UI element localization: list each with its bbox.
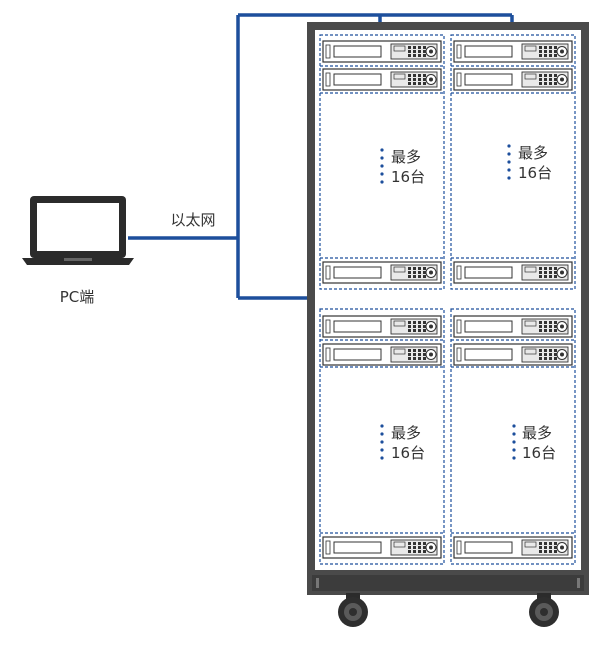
instrument-unit-icon (322, 68, 442, 91)
instrument-unit-icon (322, 343, 442, 366)
zone-top-left: 最多 16台 (391, 148, 425, 186)
zone-max-label: 最多 (391, 424, 421, 442)
zone-max-label: 最多 (518, 144, 548, 162)
instrument-unit-icon (322, 40, 442, 63)
laptop-icon (22, 196, 134, 265)
device-units (322, 40, 573, 559)
caster-wheel-icon (338, 593, 368, 627)
zone-count-label: 16台 (518, 164, 552, 182)
instrument-unit-icon (322, 261, 442, 284)
caster-wheel-icon (529, 593, 559, 627)
rack-cabinet (307, 22, 589, 595)
zone-borders (319, 34, 576, 565)
zone-count-label: 16台 (391, 444, 425, 462)
zone-count-label: 16台 (391, 168, 425, 186)
instrument-unit-icon (453, 343, 573, 366)
instrument-unit-icon (453, 40, 573, 63)
instrument-unit-icon (322, 315, 442, 338)
zone-bottom-right: 最多 16台 (522, 424, 556, 462)
instrument-unit-icon (322, 536, 442, 559)
zone-count-label: 16台 (522, 444, 556, 462)
ethernet-label: 以太网 (170, 211, 215, 229)
instrument-unit-icon (453, 68, 573, 91)
instrument-unit-icon (453, 536, 573, 559)
zone-dots (380, 144, 516, 460)
pc-label: PC端 (60, 288, 95, 306)
zone-max-label: 最多 (391, 148, 421, 166)
instrument-unit-icon (453, 261, 573, 284)
instrument-unit-icon (453, 315, 573, 338)
zone-max-label: 最多 (522, 424, 552, 442)
zone-bottom-left: 最多 16台 (391, 424, 425, 462)
zone-top-right: 最多 16台 (518, 144, 552, 182)
